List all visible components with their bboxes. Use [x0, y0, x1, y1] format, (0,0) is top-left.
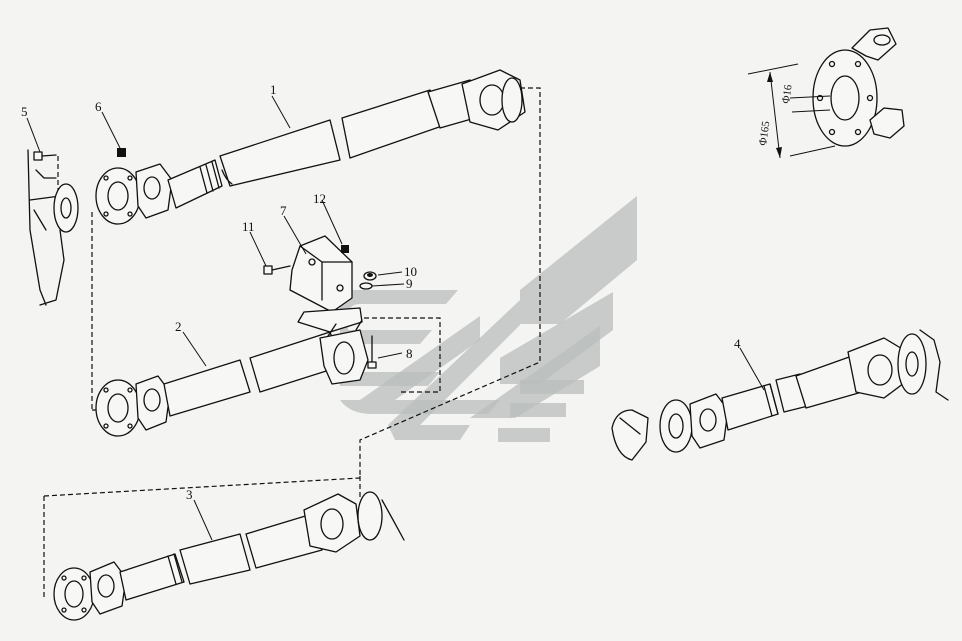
callout-6: 6	[95, 99, 102, 114]
shaft1-front-yoke	[135, 163, 173, 219]
nut-12	[341, 245, 349, 253]
shaft4-flange	[659, 399, 693, 453]
shaft2-tube-a	[163, 359, 251, 417]
dimension-diameter-165: Φ165	[757, 120, 772, 146]
center-bearing-support	[297, 307, 363, 333]
dimension-diameter-16: Φ16	[780, 83, 795, 104]
support-bracket-7	[289, 235, 353, 313]
callout-9: 9	[406, 276, 413, 291]
callout-1: 1	[270, 82, 277, 97]
detail-flange	[812, 49, 878, 147]
shaft3-flange	[53, 567, 95, 621]
callout-labels: 1 2 3 4 5 6 7 8 9 10 11 12	[21, 82, 741, 502]
bolt-5	[33, 151, 57, 161]
callout-10: 10	[404, 264, 417, 279]
shaft1-tube-b	[341, 89, 443, 159]
leader-lines	[26, 95, 765, 541]
driveshaft-2	[95, 307, 369, 437]
callout-3: 3	[186, 487, 193, 502]
driveshaft-1	[95, 69, 526, 225]
callout-7: 7	[280, 203, 287, 218]
nut-6	[117, 148, 126, 157]
shaft3-rear-yoke	[303, 493, 361, 553]
watermark-logo	[340, 196, 637, 442]
detail-yoke-lower	[869, 107, 905, 139]
vehicle-frame-fragment	[27, 149, 79, 306]
shaft2-flange	[95, 379, 141, 437]
shaft3-tube-a	[179, 533, 251, 585]
callout-5: 5	[21, 104, 28, 119]
shaft4-end-cap	[611, 409, 649, 461]
callout-2: 2	[175, 319, 182, 334]
shaft3-tube-b	[245, 513, 323, 569]
washer-9	[359, 282, 373, 290]
callout-12: 12	[313, 191, 326, 206]
nut-10	[363, 271, 377, 281]
callout-8: 8	[406, 346, 413, 361]
dimension-labels: Φ165 Φ16	[757, 83, 795, 146]
driveshaft-4	[611, 329, 949, 461]
bolt-8	[367, 335, 377, 369]
bolt-11	[263, 265, 291, 275]
driveshaft-3	[53, 491, 405, 621]
shaft1-front-flange	[95, 167, 141, 225]
flange-yoke-detail	[747, 27, 905, 159]
shaft1-tube-a	[219, 119, 341, 187]
callout-4: 4	[734, 336, 741, 351]
callout-11: 11	[242, 219, 255, 234]
